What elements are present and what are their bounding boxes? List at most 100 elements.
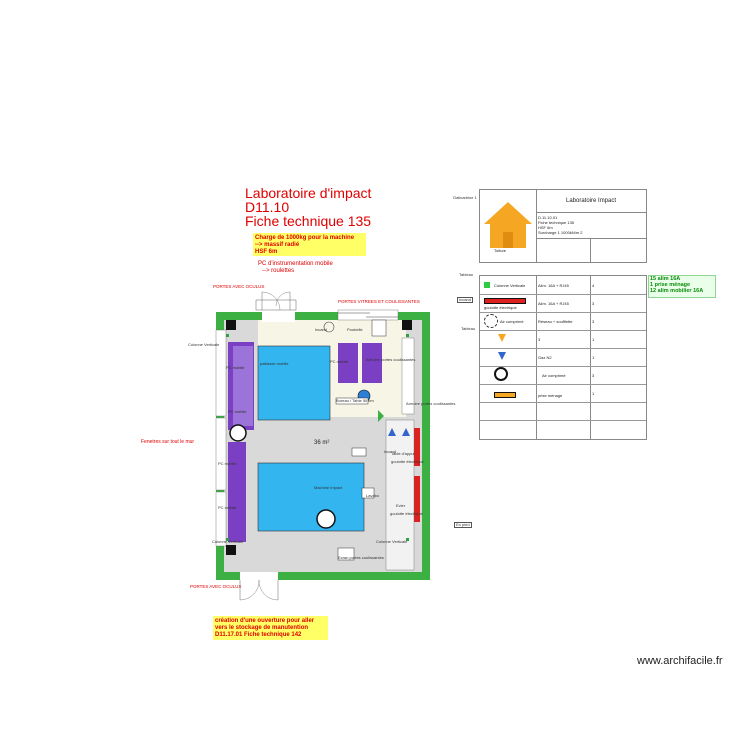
pc-mobile-label-2: PC mobile [228, 409, 247, 414]
column [226, 545, 236, 555]
pc-mobile-label-1: PC mobile [226, 365, 245, 370]
armoire-right-label: Armoire portes coulissantes [406, 401, 456, 406]
legend-info-3: HSF 6m [538, 225, 553, 230]
legend-row-0-count: 4 [592, 283, 595, 288]
legend-row-5-desc: Air comprimé [542, 373, 566, 378]
round-object [316, 509, 336, 529]
paillasse-mobile [257, 345, 331, 421]
table-right-label: Table d'appui [391, 451, 415, 456]
elec-note-3: 12 alim mobilier 16A [650, 288, 704, 294]
watermark[interactable]: www.archifacile.fr [637, 655, 723, 667]
prise-menage-icon [494, 392, 516, 398]
window [215, 329, 227, 417]
pc-mobile-block [362, 343, 382, 383]
pc-mobile-label-4: PC mobile [218, 505, 237, 510]
legend-row-2-desc: Réseau + soufflette [538, 319, 573, 324]
window [215, 417, 227, 491]
portes-bottom-label: PORTES AVEC OCULUS [190, 584, 242, 589]
evier-label: Evier [396, 503, 406, 508]
legend-row-5-count: 3 [592, 373, 595, 378]
legend-title: Laboratoire Impact [566, 198, 617, 204]
legend-row-2-label: Air comprimé [500, 319, 524, 324]
fenetres-label: Fenetres sur tout le mur [141, 439, 195, 445]
legend-row-1-desc: Alim. 16A + RJ45 [538, 301, 569, 306]
incand-side-label: Incand [457, 297, 474, 303]
legend-table: Colonne Verticale Alim. 16A + RJ45 4 gou… [479, 275, 647, 440]
red-stripe [414, 428, 420, 466]
colonne-br-label: Colonne Verticale [376, 539, 408, 544]
incand-label-b: Incand [315, 327, 328, 332]
goulotte-symbol-icon [484, 298, 526, 304]
charge-note: Charge de 1000kg pour la machine [255, 235, 355, 241]
colonne-top-label: Colonne Verticale [188, 342, 220, 347]
legend-row-3-count: 1 [592, 337, 595, 342]
legend-row-4-count: 1 [592, 355, 595, 360]
colonne-bl-label: Colonne Verticale [212, 539, 244, 544]
tableau-label-2: Tableau [461, 326, 476, 331]
air-comprime-icon [484, 314, 498, 328]
legend-row-0-label: Colonne Verticale [494, 283, 526, 288]
column [402, 320, 412, 330]
portes-vitrees-label: PORTES VITREES ET COULISSANTES [338, 299, 420, 304]
tableau-label-1: Tableau [459, 272, 474, 277]
sliding-door [337, 309, 399, 321]
creation-note-3: D11.17.01 Fiche technique 142 [215, 632, 302, 638]
area-label: 36 m² [314, 440, 330, 446]
goulotte-label-1: goulotte électrique [391, 459, 424, 464]
legend-row-0-desc: Alim. 16A + RJ45 [538, 283, 569, 288]
valve-icon [498, 334, 506, 342]
column [226, 320, 236, 330]
portes-top-label: PORTES AVEC OCULUS [213, 284, 265, 289]
creation-note-box [213, 616, 328, 640]
pc-mobile-label-5: PC mobile [330, 359, 349, 364]
title-line1: Laboratoire d'impact [245, 185, 372, 201]
pc-note-1: PC d'instrumentation mobile [258, 261, 333, 267]
armoire [385, 419, 415, 571]
door-top [255, 299, 297, 311]
legend-row-1-count: 3 [592, 301, 595, 306]
poubelle-label: Poubelle [347, 327, 363, 332]
colonne-symbol-icon [484, 282, 490, 288]
red-stripe [414, 476, 420, 522]
legend-info-4: Surcharge 1 1000kN/m 2 [538, 230, 583, 235]
elec-note-1: 15 alim 16A [650, 276, 681, 282]
legend-toiture: Toiture [494, 248, 507, 253]
pc-mobile-block [228, 442, 246, 542]
legend-row-2-count: 3 [592, 319, 595, 324]
machine-label: Machine Impact [314, 485, 343, 490]
round-object [229, 424, 247, 442]
title-line2: D11.10 [245, 199, 290, 215]
lavabo-label: Lavabo [366, 493, 380, 498]
machine-impact [257, 462, 365, 532]
air-circle-icon [494, 367, 508, 381]
legend-row-6-desc: prise ménage [538, 393, 563, 398]
creation-note-2: vers le stockage de manutention [215, 625, 309, 631]
legend-row-4-desc: Gaz N2 [538, 355, 552, 360]
title-block: Laboratoire Impact D.11.10.01 Fiche tech… [479, 189, 647, 263]
legend-row-3-desc: 3 [538, 337, 541, 342]
elec-note-box [648, 275, 716, 298]
house-icon [482, 200, 534, 252]
legend-row-6-count: 1 [592, 391, 595, 396]
armoire-top-label: Armoire portes coulissantes [366, 357, 416, 362]
gaitcarbine-label: Gaitcarbine 1 [453, 195, 477, 200]
legend-info-1: D.11.10.01 [538, 215, 558, 220]
legend-row-1-label: goulotte électrique [484, 305, 517, 310]
door-top-opening [262, 310, 295, 322]
elec-note-2: 1 prise ménage [650, 282, 691, 288]
creation-note-1: création d'une ouverture pour aller [215, 618, 315, 624]
paillasse-label: paillasse mobile [260, 361, 289, 366]
window [215, 491, 227, 547]
charge-note-2: --> massif radié [255, 242, 300, 248]
gas-valve-icon [498, 352, 506, 360]
charge-note-box [253, 233, 366, 256]
pc-mobile-block [338, 343, 358, 383]
incand-label-a: Incand [384, 449, 397, 454]
en-pied-label: En pied [454, 522, 472, 528]
pc-note-2: --> roulettes [262, 268, 295, 274]
bureau-label: Bureau / Table 50 cm [336, 398, 374, 403]
legend-info-2: Fiche technique 135 [538, 220, 575, 225]
pc-mobile-label-3: PC mobile [218, 461, 237, 466]
ecran-label: Ecran portes coulissantes [338, 555, 384, 560]
